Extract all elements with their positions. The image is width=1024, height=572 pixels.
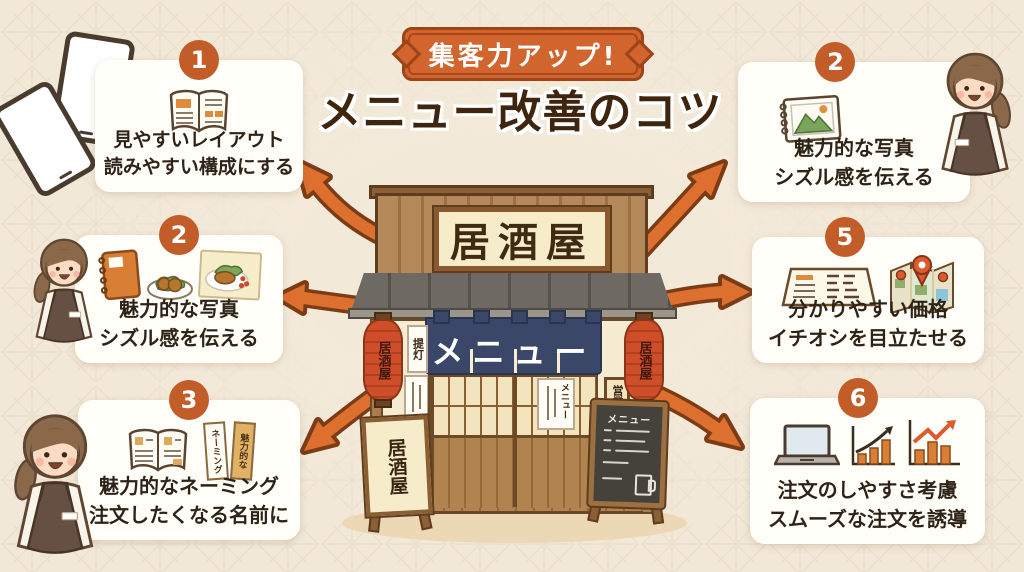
door-planks bbox=[434, 435, 513, 508]
naming-book-icon bbox=[128, 428, 187, 472]
tip-6-line1: 注文のしやすさ考慮 bbox=[777, 478, 958, 502]
waitress-bottom-left bbox=[10, 414, 94, 555]
izakaya-storefront: 居酒屋 メニュー bbox=[342, 183, 687, 555]
chalkboard-menu: メニュー bbox=[587, 399, 668, 525]
noren-tab bbox=[433, 310, 450, 324]
tip-box-5: 5 bbox=[752, 217, 984, 363]
tip-6-number-badge: 6 bbox=[838, 378, 879, 418]
door-menu-paper: メニュー bbox=[537, 378, 575, 430]
notebook-icon bbox=[98, 249, 141, 301]
noren-curtain: メニュー bbox=[425, 310, 602, 375]
tip-6-line2: スムーズな注文を誘導 bbox=[768, 507, 967, 531]
lantern-right-label: 居酒屋 bbox=[636, 340, 652, 380]
tip-3-number-badge: 2 bbox=[159, 215, 199, 255]
badge-label: 集客力アップ! bbox=[428, 41, 618, 72]
main-signboard: 居酒屋 bbox=[434, 207, 610, 271]
noren-tab bbox=[549, 310, 566, 324]
door-planks bbox=[517, 435, 596, 508]
tip-5-line1: 分かりやすい価格 bbox=[788, 297, 948, 321]
tip-3-line2: シズル感を伝える bbox=[99, 326, 259, 350]
map-pins-icon bbox=[890, 255, 954, 313]
noren-slit bbox=[556, 349, 560, 373]
tip-5-number-badge: 5 bbox=[824, 217, 865, 257]
waitress-middle-left bbox=[30, 238, 93, 343]
chochin-tag: 提灯 bbox=[407, 325, 428, 373]
rising-bars-icon bbox=[908, 420, 960, 466]
menu-layout-icon bbox=[169, 89, 229, 133]
noren-tab bbox=[473, 310, 490, 324]
tip-4-line1: 魅力的なネーミング bbox=[99, 474, 279, 498]
header-badge: 集客力アップ! bbox=[391, 27, 655, 81]
tip-1-line1: 見やすいレイアウト bbox=[113, 128, 285, 151]
door-lattice bbox=[434, 377, 513, 435]
sliding-door-left bbox=[432, 375, 515, 508]
tip-box-4: 3 ネーミング 魅力的な 魅力的なネーミング bbox=[78, 380, 300, 540]
standing-sign-label: 居酒屋 bbox=[384, 436, 409, 496]
door-menu-paper-label: メニュー bbox=[559, 383, 569, 419]
tip-1-number-badge: 1 bbox=[179, 40, 219, 80]
chochin-tag-label: 提灯 bbox=[411, 338, 425, 360]
tip-5-line2: イチオシを目立たせる bbox=[768, 326, 968, 350]
tip-box-2: 2 魅力的な写真 シズル感を伝える bbox=[738, 42, 970, 202]
tip-1-line2: 読みやすい構成にする bbox=[103, 156, 295, 179]
arrow-bottom-right-icon bbox=[645, 383, 745, 451]
red-lantern-left: 居酒屋 bbox=[363, 319, 403, 401]
tip-4-line2: 注文したくなる名前に bbox=[89, 503, 289, 527]
noren-tab bbox=[585, 310, 602, 324]
tip-4-number-badge: 3 bbox=[169, 380, 209, 420]
noren-tab bbox=[511, 310, 528, 324]
food-photo-icon bbox=[197, 249, 263, 301]
noren-label: メニュー bbox=[431, 333, 596, 371]
tip-2-number-badge: 2 bbox=[815, 42, 856, 82]
noren-slit bbox=[513, 349, 517, 373]
chalkboard-title: メニュー bbox=[606, 414, 652, 427]
tip-box-1: 1 見やすいレイアウト 読みやすい構成にする bbox=[95, 40, 303, 192]
laptop-icon bbox=[773, 424, 840, 466]
photo-sketchbook-icon bbox=[779, 95, 842, 143]
tiled-awning bbox=[351, 273, 673, 311]
red-lantern-right: 居酒屋 bbox=[624, 319, 664, 401]
wall-paper-notice bbox=[404, 375, 429, 419]
standing-sign-board: 居酒屋 bbox=[361, 415, 433, 517]
chalkboard-surface: メニュー bbox=[588, 399, 668, 509]
noren-slit bbox=[470, 349, 474, 373]
tip-2-line1: 魅力的な写真 bbox=[794, 136, 914, 160]
lantern-left-label: 居酒屋 bbox=[375, 340, 391, 380]
growth-chart-icon bbox=[851, 426, 895, 466]
tip-2-line2: シズル感を伝える bbox=[774, 165, 934, 189]
food-plate-icon bbox=[147, 275, 193, 300]
beer-mug-icon bbox=[634, 474, 653, 496]
waitress-top-right bbox=[941, 52, 1015, 177]
price-list-icon bbox=[781, 267, 877, 307]
lantern-cap bbox=[374, 399, 392, 408]
tip-box-6: 6 bbox=[750, 378, 985, 544]
tip-3-line1: 魅力的な写真 bbox=[119, 297, 239, 321]
standing-sign: 居酒屋 bbox=[361, 415, 433, 533]
tip-box-3: 2 bbox=[75, 215, 283, 363]
page-title: メニュー改善のコツ bbox=[317, 87, 723, 138]
